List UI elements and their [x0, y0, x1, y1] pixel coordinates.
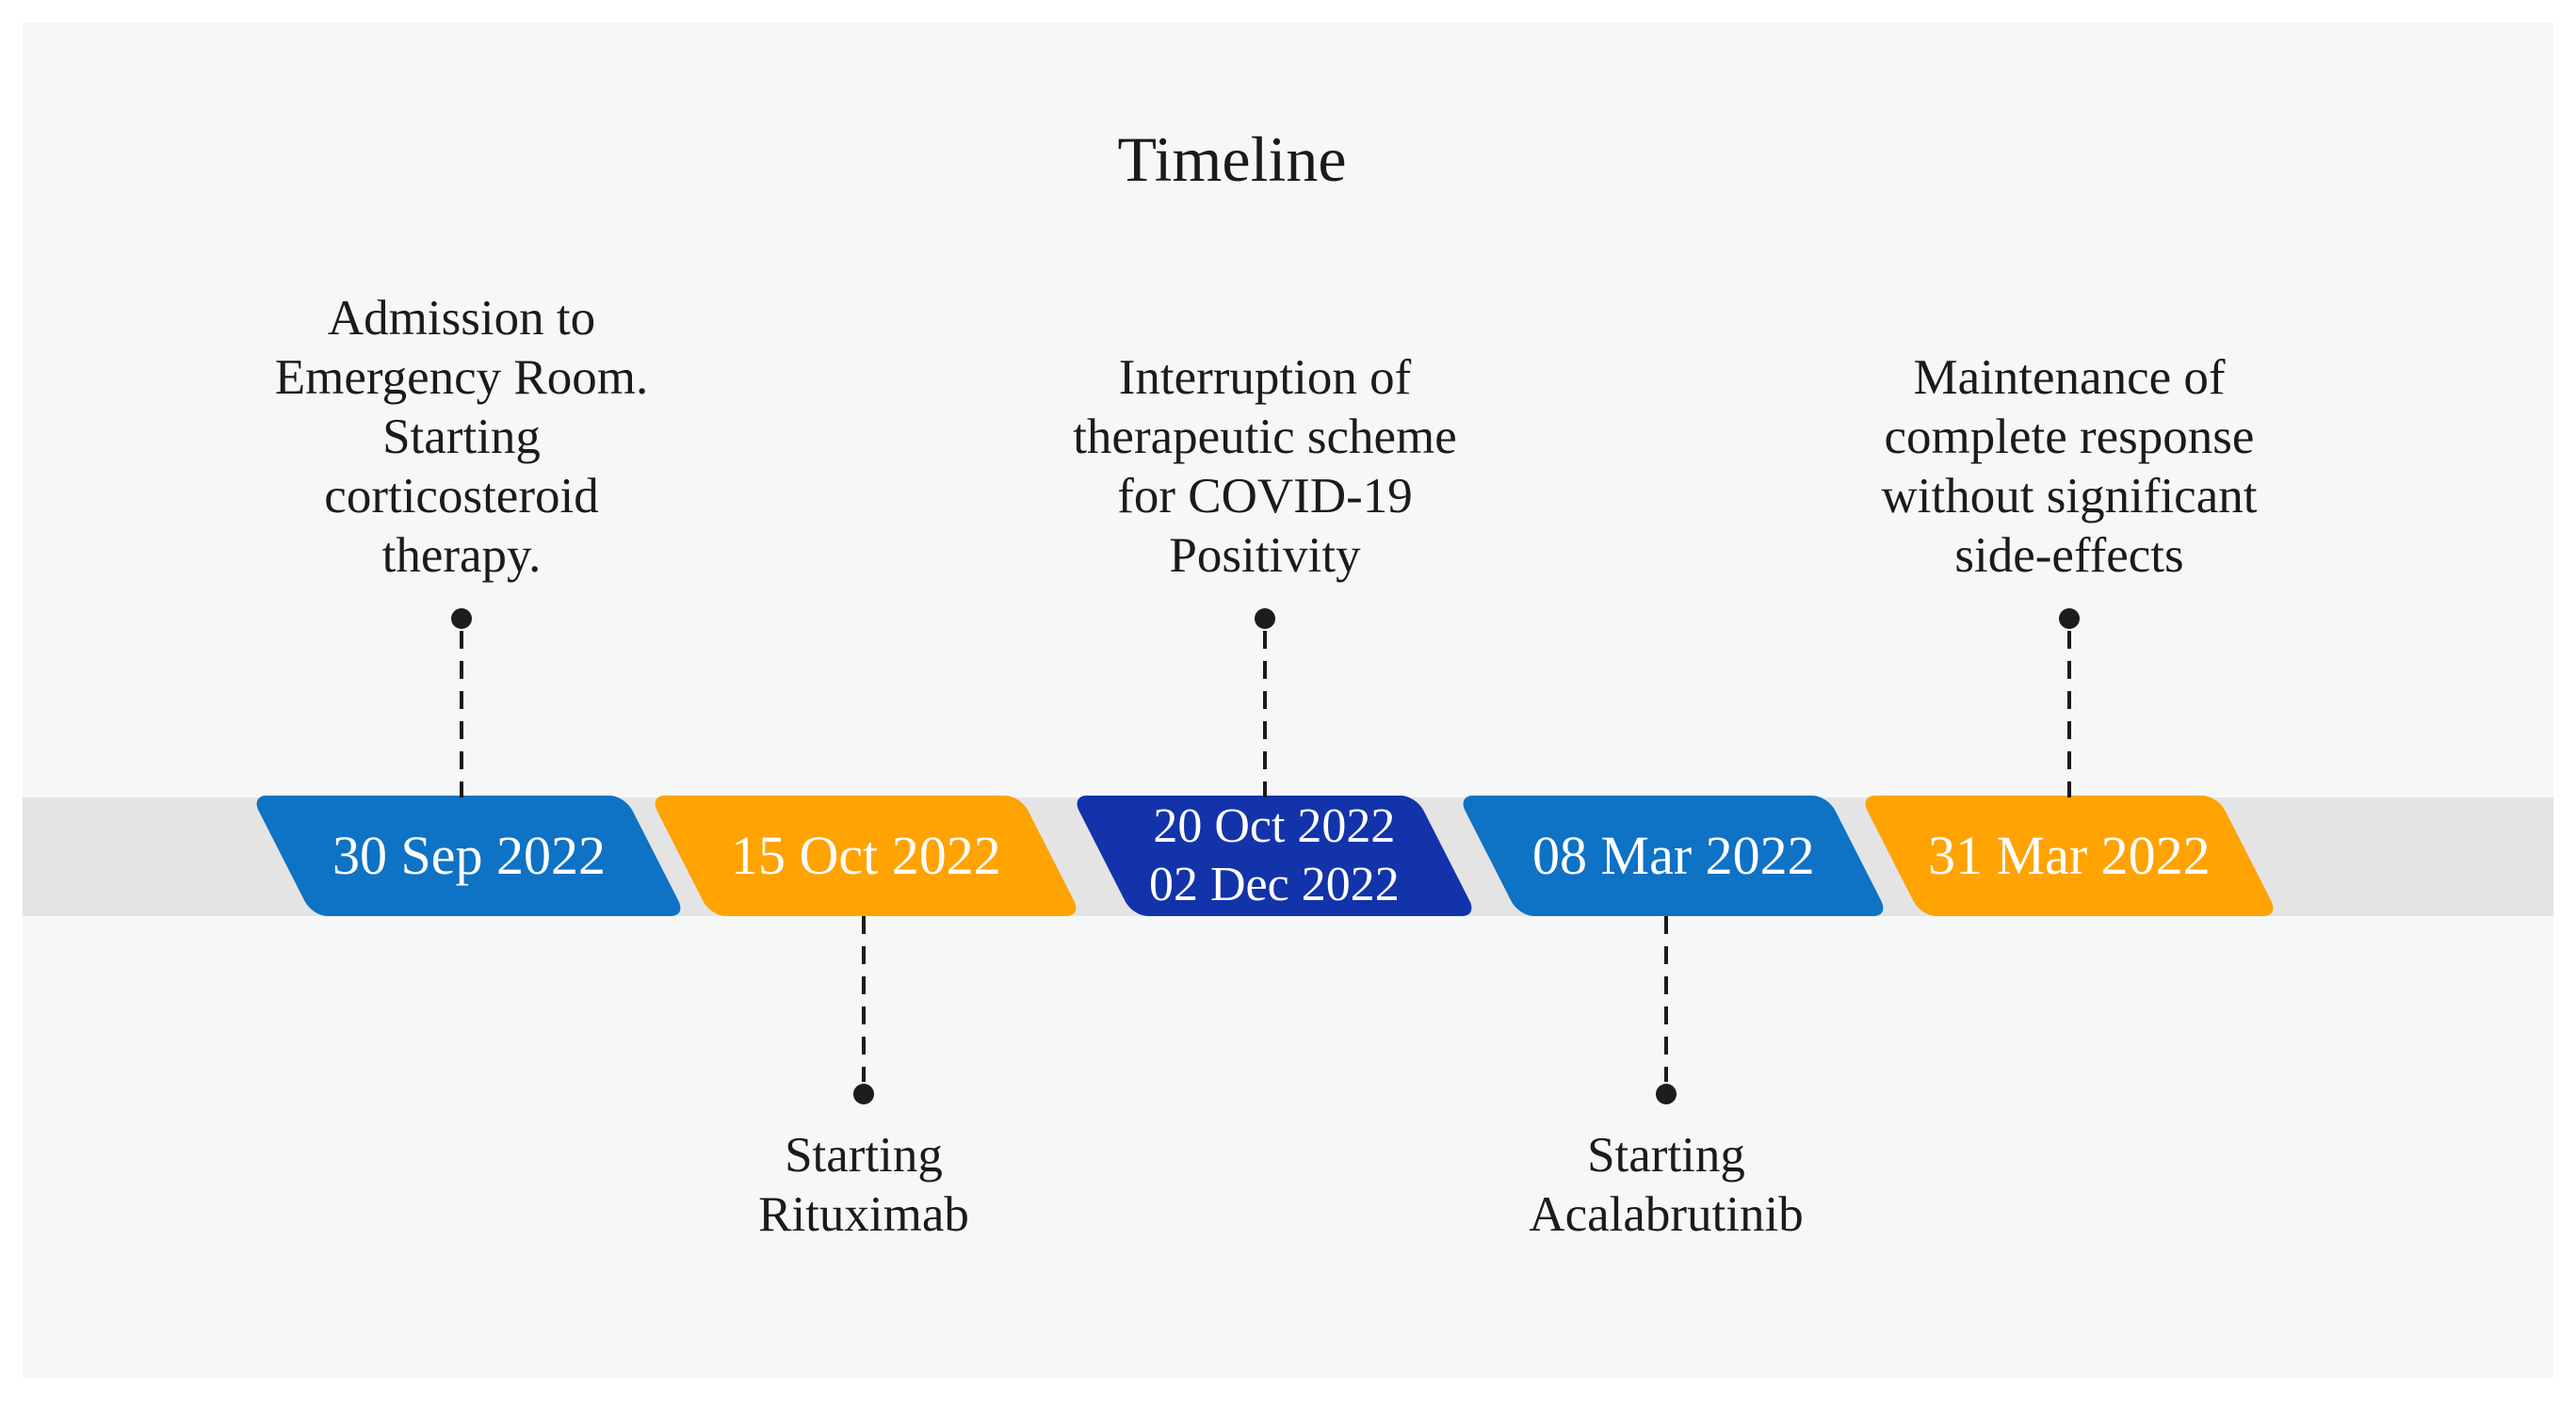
- annotation-line: for COVID-19: [1117, 469, 1413, 523]
- annotation-line: Rituximab: [758, 1187, 969, 1242]
- date-line: 31 Mar 2022: [1928, 825, 2211, 886]
- annotation-line: Interruption of: [1118, 350, 1412, 405]
- date-line: 20 Oct 2022: [1153, 799, 1396, 853]
- dashed-connector: [460, 631, 463, 797]
- event-dot: [451, 608, 472, 629]
- annotation-line: Admission to: [327, 291, 596, 346]
- date-marker: 30 Sep 2022: [251, 796, 687, 916]
- event-annotation-acalabrutinib: Starting Acalabrutinib: [1289, 1126, 2043, 1245]
- figure-title: Timeline: [1117, 123, 1347, 195]
- annotation-line: complete response: [1884, 410, 2255, 464]
- date-line: 02 Dec 2022: [1149, 858, 1400, 911]
- date-marker: 20 Oct 2022 02 Dec 2022: [1071, 796, 1478, 916]
- annotation-line: Emergency Room.: [274, 350, 649, 405]
- date-marker: 08 Mar 2022: [1457, 796, 1889, 916]
- event-dot: [853, 1084, 874, 1104]
- annotation-line: Positivity: [1169, 528, 1361, 583]
- date-marker-label: 20 Oct 2022 02 Dec 2022: [1149, 797, 1400, 914]
- annotation-line: Maintenance of: [1913, 350, 2226, 405]
- date-line: 15 Oct 2022: [730, 825, 1001, 886]
- event-annotation-maintenance: Maintenance of complete response without…: [1693, 348, 2446, 586]
- annotation-line: Starting: [1587, 1128, 1745, 1183]
- event-annotation-interruption: Interruption of therapeutic scheme for C…: [888, 348, 1642, 586]
- annotation-line: Starting: [785, 1128, 943, 1183]
- date-line: 08 Mar 2022: [1531, 825, 1815, 886]
- annotation-line: Acalabrutinib: [1529, 1187, 1804, 1242]
- dashed-connector: [862, 916, 866, 1082]
- annotation-line: Starting: [382, 410, 541, 464]
- date-marker-label: 30 Sep 2022: [332, 825, 606, 886]
- event-dot: [1255, 608, 1275, 629]
- date-marker: 15 Oct 2022: [649, 796, 1082, 916]
- dashed-connector: [2067, 631, 2071, 797]
- date-marker: 31 Mar 2022: [1859, 796, 2279, 916]
- date-marker-label: 08 Mar 2022: [1531, 825, 1815, 886]
- date-marker-label: 31 Mar 2022: [1928, 825, 2211, 886]
- event-annotation-admission: Admission to Emergency Room. Starting co…: [85, 289, 838, 586]
- annotation-line: therapeutic scheme: [1073, 410, 1457, 464]
- dashed-connector: [1664, 916, 1668, 1082]
- date-line: 30 Sep 2022: [332, 825, 606, 886]
- annotation-line: side-effects: [1954, 528, 2184, 583]
- annotation-line: corticosteroid: [324, 469, 599, 523]
- event-annotation-rituximab: Starting Rituximab: [487, 1126, 1240, 1245]
- dashed-connector: [1263, 631, 1267, 797]
- event-dot: [1656, 1084, 1677, 1104]
- annotation-line: without significant: [1881, 469, 2258, 523]
- figure-panel: [23, 23, 2553, 1378]
- annotation-line: therapy.: [381, 528, 542, 583]
- date-marker-label: 15 Oct 2022: [730, 825, 1001, 886]
- event-dot: [2059, 608, 2080, 629]
